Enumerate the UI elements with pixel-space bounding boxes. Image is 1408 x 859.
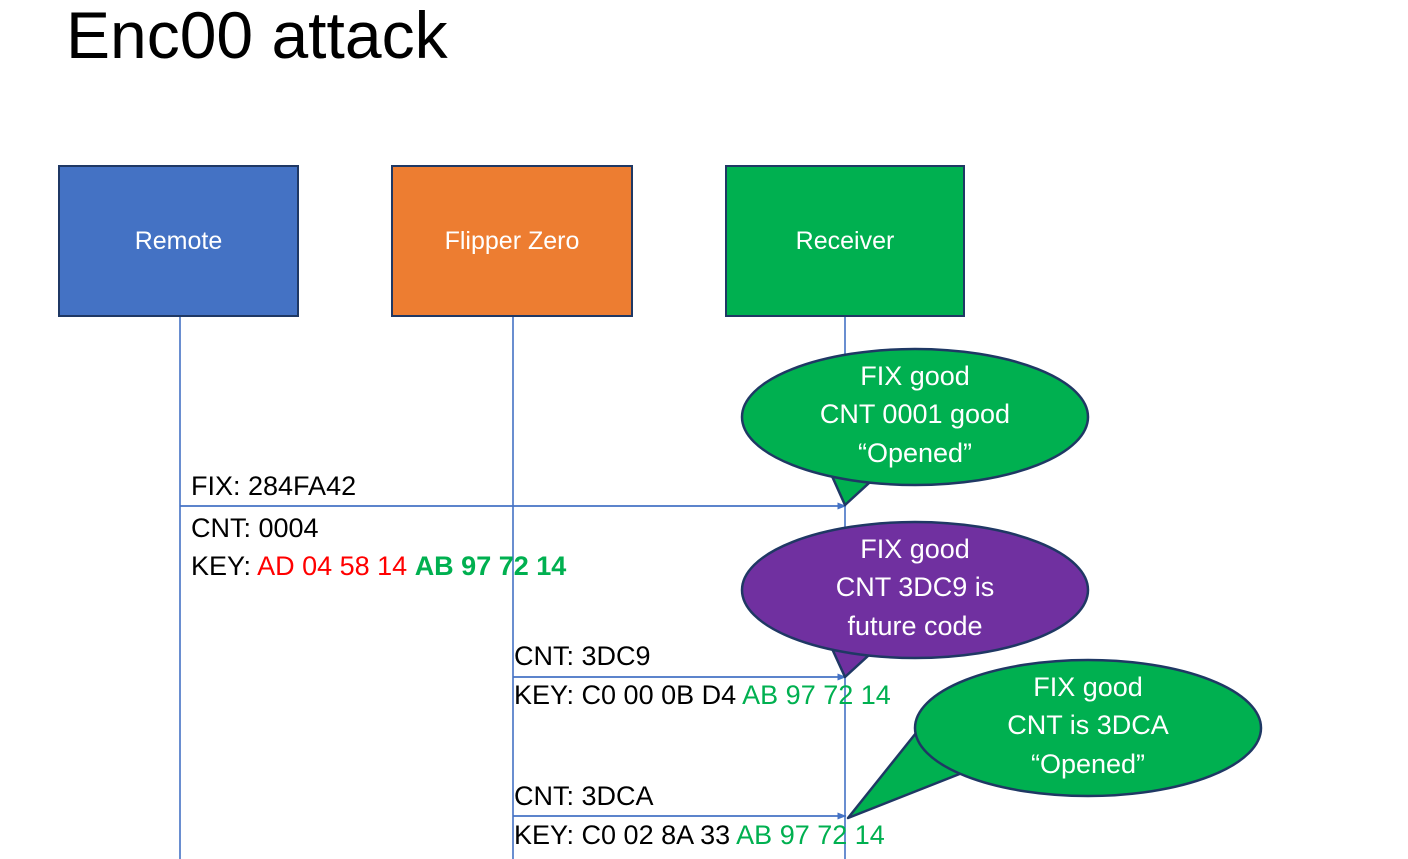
- actor-label-receiver: Receiver: [795, 226, 895, 255]
- callout-bubble-2: [740, 520, 1090, 679]
- message-1-key-red: AD 04 58 14: [257, 551, 408, 581]
- message-1-key-line: KEY: AD 04 58 14 AB 97 72 14: [191, 553, 566, 580]
- message-2-key-prefix: KEY: C0 00 0B D4: [514, 680, 743, 710]
- message-1-key-prefix: KEY:: [191, 551, 258, 581]
- message-2-key-line: KEY: C0 00 0B D4 AB 97 72 14: [514, 682, 891, 709]
- actor-label-flipper: Flipper Zero: [444, 226, 580, 255]
- message-3-key-prefix: KEY: C0 02 8A 33: [514, 820, 737, 850]
- message-1-fix-line: FIX: 284FA42: [191, 471, 357, 501]
- message-3-key-line: KEY: C0 02 8A 33 AB 97 72 14: [514, 822, 885, 849]
- message-3-key-green: AB 97 72 14: [736, 820, 885, 850]
- message-3-cnt-line: CNT: 3DCA: [514, 781, 654, 811]
- message-2-cnt-line: CNT: 3DC9: [514, 641, 651, 671]
- actor-box-flipper[interactable]: Flipper Zero: [391, 165, 633, 317]
- message-2-key-green: AB 97 72 14: [742, 680, 891, 710]
- actor-box-remote[interactable]: Remote: [58, 165, 299, 317]
- callout-bubble-1: [740, 347, 1090, 507]
- callout-bubble-3: [846, 658, 1263, 820]
- actor-box-receiver[interactable]: Receiver: [725, 165, 965, 317]
- page-title: Enc00 attack: [66, 0, 448, 72]
- message-1-cnt-line: CNT: 0004: [191, 513, 319, 543]
- message-1-key-green: AB 97 72 14: [414, 551, 567, 581]
- actor-label-remote: Remote: [134, 226, 223, 255]
